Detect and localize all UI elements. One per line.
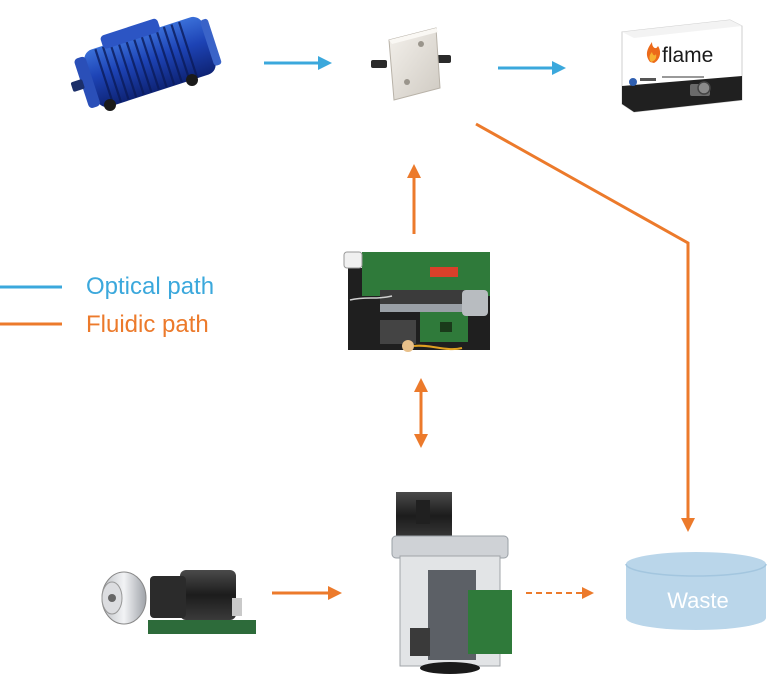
optical-arrow-source-to-cell (264, 56, 332, 70)
fluidic-arrow-board-syringe-bidirectional (414, 378, 428, 448)
flow-cell-icon (371, 27, 451, 101)
legend-fluidic-label: Fluidic path (86, 311, 209, 338)
pump-motor-icon (101, 570, 256, 634)
valve-board-icon (343, 251, 490, 352)
fluidic-arrow-board-to-cell (407, 164, 421, 234)
legend-optical-label: Optical path (86, 273, 215, 300)
waste-container: Waste (625, 552, 767, 630)
fluidic-arrow-cell-to-waste (475, 122, 695, 532)
fluidic-arrow-syringe-to-waste-dashed (526, 587, 594, 599)
spectrometer-icon: flame (621, 19, 743, 113)
syringe-pump-icon (391, 492, 512, 674)
light-source-icon (70, 16, 222, 111)
spectrometer-brand-label: flame (662, 44, 713, 67)
optical-arrow-cell-to-spectrometer (498, 61, 566, 75)
fluidic-arrow-pump-to-syringe (272, 586, 342, 600)
waste-label: Waste (667, 588, 729, 613)
